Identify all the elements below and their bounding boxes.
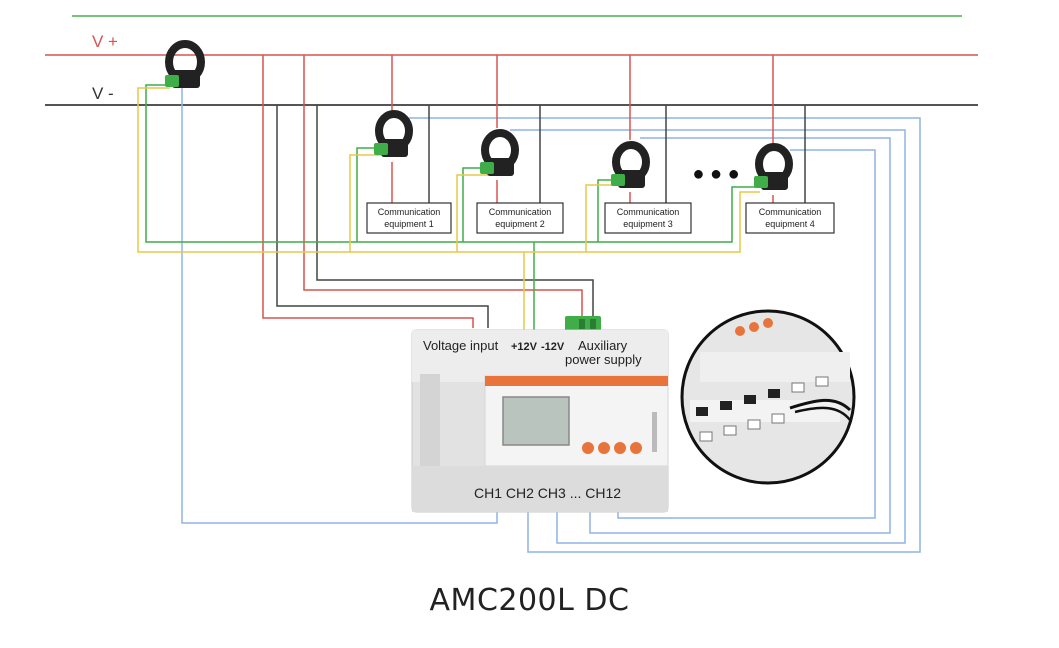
minus12v-label: -12V xyxy=(541,341,565,353)
aux-label-line2: power supply xyxy=(565,352,642,367)
aux-terminal-block xyxy=(565,316,601,332)
meter-button-1 xyxy=(582,442,594,454)
equipment-box-3: Communication equipment 3 xyxy=(604,202,692,234)
meter-button-4 xyxy=(630,442,642,454)
plus12v-label: +12V xyxy=(511,341,538,353)
more-equipment-ellipsis: ● ● ● xyxy=(692,163,739,185)
current-sensor-4 xyxy=(754,143,793,190)
equipment-2-line2: equipment 2 xyxy=(495,219,545,229)
channels-label: CH1 CH2 CH3 ... CH12 xyxy=(474,485,621,501)
equipment-box-4: Communication equipment 4 xyxy=(745,202,835,234)
terminal-zoom-inset xyxy=(680,309,856,485)
amc200l-meter: Voltage input +12V -12V Auxiliary power … xyxy=(411,329,669,513)
equipment-box-2: Communication equipment 2 xyxy=(476,202,564,234)
equipment-2-line1: Communication xyxy=(489,207,552,217)
current-sensor-3 xyxy=(611,141,650,188)
meter-button-3 xyxy=(614,442,626,454)
current-sensor-2 xyxy=(480,129,519,176)
voltage-input-label: Voltage input xyxy=(423,338,499,353)
aux-label-line1: Auxiliary xyxy=(578,338,628,353)
v-plus-label: V + xyxy=(92,32,118,51)
v-minus-label: V - xyxy=(92,84,114,103)
red-wires xyxy=(262,55,774,328)
equipment-1-line1: Communication xyxy=(378,207,441,217)
main-current-sensor xyxy=(165,40,205,88)
equipment-4-line2: equipment 4 xyxy=(765,219,815,229)
meter-button-2 xyxy=(598,442,610,454)
equipment-1-line2: equipment 1 xyxy=(384,219,434,229)
equipment-box-1: Communication equipment 1 xyxy=(366,202,452,234)
black-wires xyxy=(276,105,806,328)
yellow-signal-wires xyxy=(137,87,760,335)
meter-lcd xyxy=(502,396,570,446)
current-sensor-1 xyxy=(374,110,413,157)
equipment-4-line1: Communication xyxy=(759,207,822,217)
equipment-3-line2: equipment 3 xyxy=(623,219,673,229)
diagram-caption: AMC200L DC xyxy=(429,583,630,618)
equipment-3-line1: Communication xyxy=(617,207,680,217)
green-signal-wires xyxy=(145,84,760,335)
